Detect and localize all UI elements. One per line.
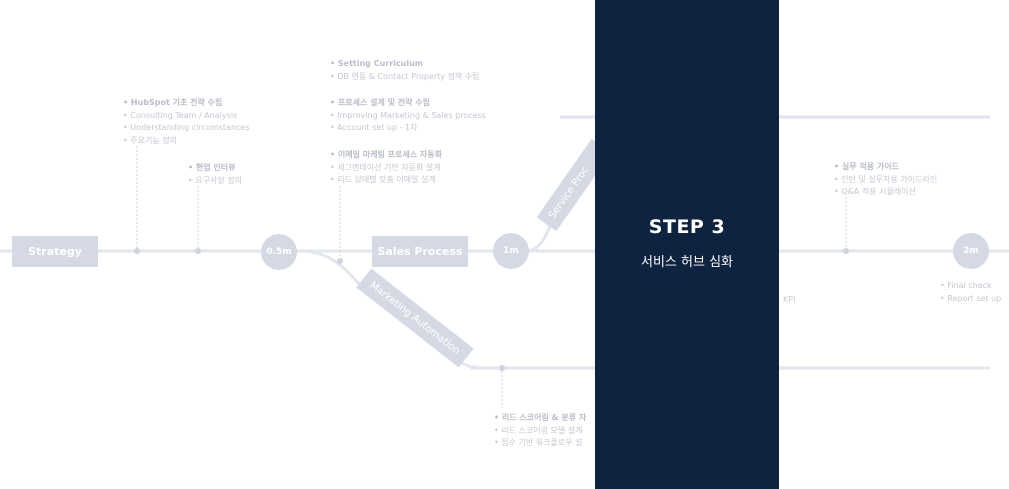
node-1m: 1m (493, 233, 529, 269)
dot (499, 365, 505, 371)
step-panel: STEP 3 서비스 허브 심화 (595, 0, 779, 489)
node-2m: 2m (953, 233, 989, 269)
branch-curve-down (299, 249, 362, 286)
note-line: 세그멘테이션 기반 자동화 설계 (330, 163, 441, 172)
note-line: Understanding circumstances (123, 123, 250, 132)
note-heading: 실무 적용 가이드 (834, 162, 899, 171)
note-heading: Setting Curriculum (330, 59, 423, 68)
note-kpi: KPI (783, 295, 796, 304)
note-hubspot-strategy: HubSpot 기초 전략 수립 Consulting Team / Analy… (123, 97, 250, 147)
note-line: Consulting Team / Analysis (123, 111, 237, 120)
note-interview: 현업 인터뷰 요구사항 정의 (188, 162, 242, 187)
note-line: Account set up - 1차 (330, 123, 417, 132)
node-strategy: Strategy (12, 236, 98, 267)
node-sales-process: Sales Process (372, 236, 468, 267)
note-practical-guide: 실무 적용 가이드 인턴 및 실무자용 가이드라인 Q&A 적용 시뮬레이션 (834, 161, 937, 199)
note-heading: 이메일 마케팅 프로세스 자동화 (330, 150, 442, 159)
note-line: DB 연동 & Contact Property 정책 수립 (330, 72, 480, 81)
note-line: Final check (940, 281, 992, 290)
note-line: 점수 기반 워크플로우 설 (494, 438, 583, 447)
note-heading: HubSpot 기초 전략 수립 (123, 98, 222, 107)
dot (195, 248, 201, 254)
note-lead-scoring: 리드 스코어링 & 분류 자 리드 스코어링 모델 설계 점수 기반 워크플로우… (494, 412, 586, 450)
note-heading: 프로세스 설계 및 전략 수립 (330, 98, 430, 107)
step-subtitle: 서비스 허브 심화 (641, 255, 733, 270)
note-process-design: 프로세스 설계 및 전략 수립 Improving Marketing & Sa… (330, 97, 486, 135)
note-line: 인턴 및 실무자용 가이드라인 (834, 175, 937, 184)
note-line: Improving Marketing & Sales process (330, 111, 486, 120)
note-final-check: Final check Report set up (940, 280, 1001, 305)
note-line: 요구사항 정의 (188, 176, 242, 185)
dot (134, 248, 140, 254)
note-email-automation: 이메일 마케팅 프로세스 자동화 세그멘테이션 기반 자동화 설계 리드 상태별… (330, 149, 442, 187)
note-curriculum: Setting Curriculum DB 연동 & Contact Prope… (330, 58, 480, 83)
note-line: 리드 스코어링 모델 설계 (494, 426, 583, 435)
note-line: Q&A 적용 시뮬레이션 (834, 187, 916, 196)
note-heading: 리드 스코어링 & 분류 자 (494, 413, 586, 422)
dot (337, 258, 343, 264)
note-line: 리드 상태별 맞춤 이메일 설계 (330, 175, 436, 184)
dot (843, 248, 849, 254)
note-heading: 현업 인터뷰 (188, 163, 236, 172)
node-0-5m: 0.5m (261, 234, 297, 270)
note-line: 주요기능 정의 (123, 136, 177, 145)
branch-curve-up (524, 221, 554, 253)
step-title: STEP 3 (648, 216, 726, 238)
note-line: Report set up (940, 294, 1001, 303)
